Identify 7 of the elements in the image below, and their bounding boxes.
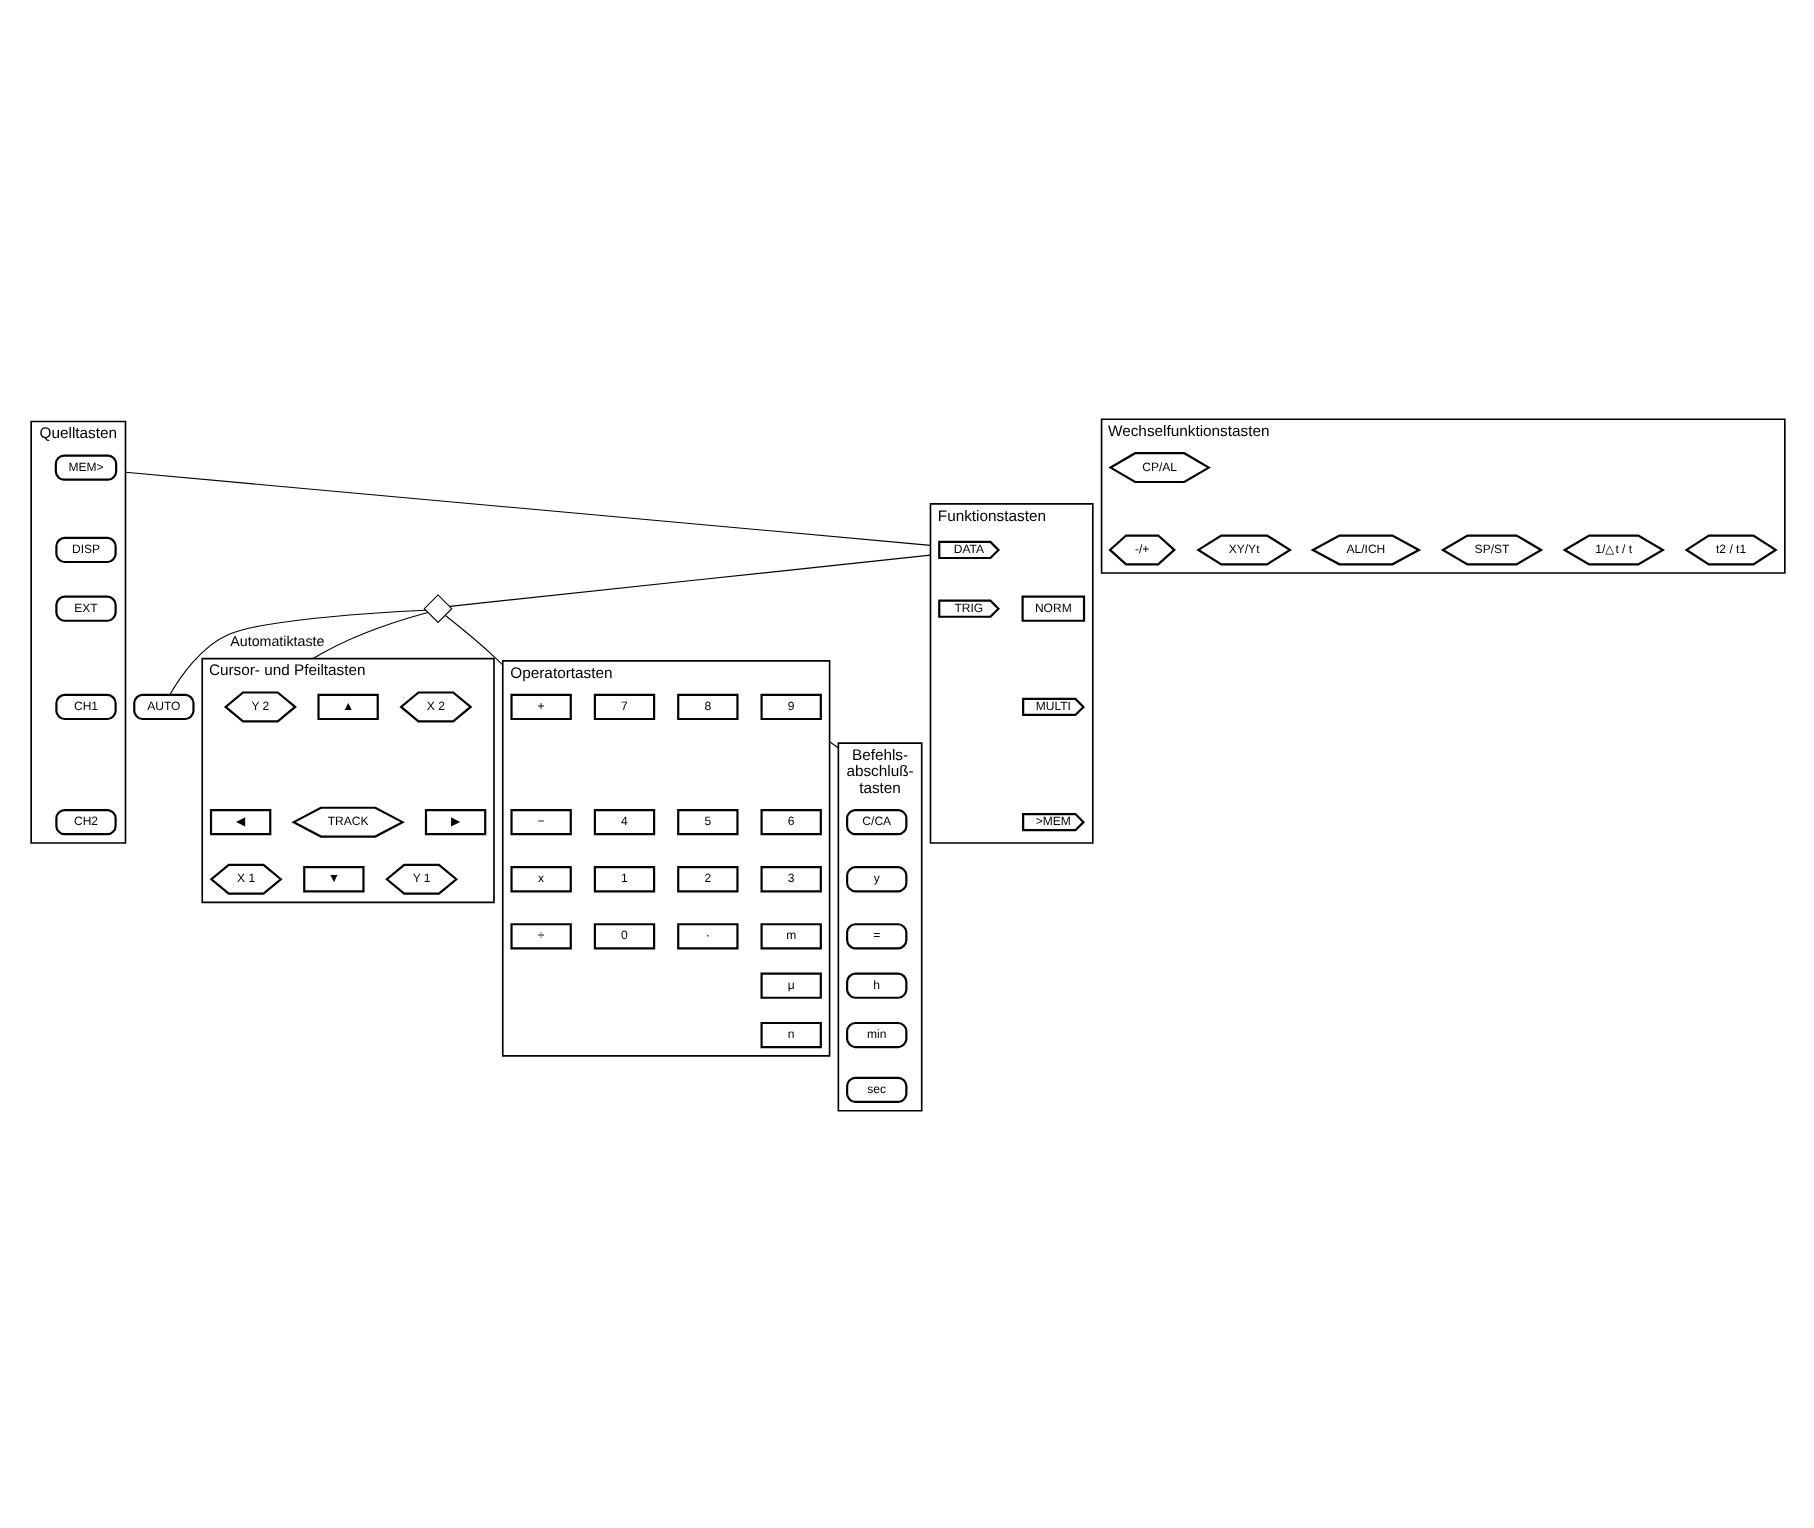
connector <box>123 470 931 545</box>
connector <box>828 740 838 748</box>
connector <box>168 608 426 695</box>
connector <box>448 553 931 606</box>
connector <box>311 610 428 659</box>
node-diamond <box>422 593 452 623</box>
connector <box>443 614 503 665</box>
